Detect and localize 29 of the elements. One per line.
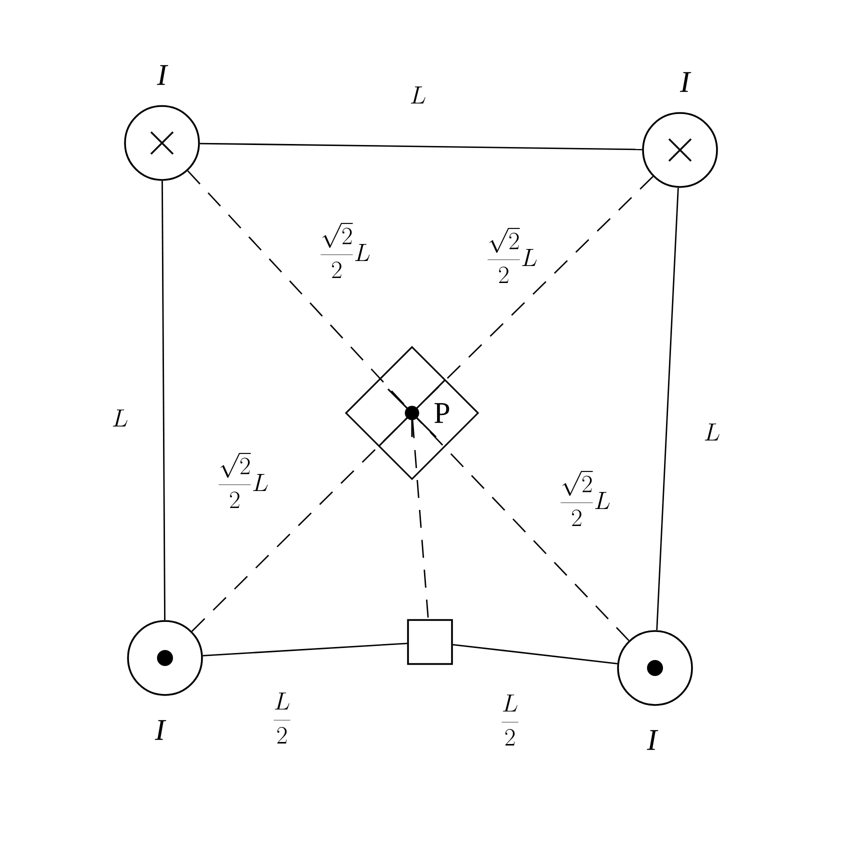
wire-symbol: [642, 112, 718, 188]
current-label: I: [154, 720, 166, 740]
edge-label: $\frac{\sqrt{2}}{2}L$: [215, 450, 271, 510]
dashed-line: [416, 418, 630, 642]
side-line: [200, 142, 642, 150]
current-label: I: [680, 72, 692, 92]
wire-symbol: [124, 105, 200, 181]
side-line: [656, 188, 679, 630]
edge-label: $L$: [408, 84, 428, 106]
right-angle-mark: [407, 619, 453, 665]
wire-symbol: [617, 630, 693, 706]
edge-label: $\frac{L}{2}$: [270, 690, 294, 746]
point-label: P: [434, 403, 450, 423]
current-label: I: [156, 65, 168, 85]
point: [404, 406, 420, 420]
side-line: [202, 642, 408, 656]
wire-symbol: [127, 620, 203, 696]
current-label: I: [646, 730, 658, 750]
edge-label: $L$: [702, 422, 722, 442]
side-line: [162, 180, 166, 620]
edge-label: $\frac{\sqrt{2}}{2}L$: [317, 220, 373, 280]
dashed-line: [412, 420, 429, 620]
edge-label: $\frac{L}{2}$: [498, 692, 522, 748]
edge-label: $\frac{\sqrt{2}}{2}L$: [557, 468, 613, 528]
edge-label: $\frac{\sqrt{2}}{2}L$: [484, 224, 540, 286]
dashed-line: [416, 176, 654, 408]
edge-label: $L$: [110, 408, 130, 428]
side-line: [452, 644, 618, 664]
dashed-line: [191, 418, 408, 632]
